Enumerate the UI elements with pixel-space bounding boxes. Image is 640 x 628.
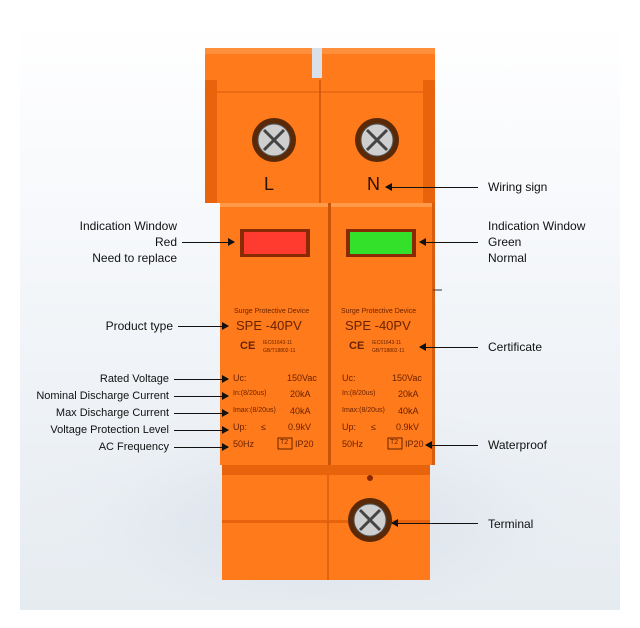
module-right-uc-value: 150Vac — [392, 373, 422, 383]
indication-window-red — [244, 232, 306, 254]
module-right-imax-label: Imax:(8/20us) — [342, 407, 385, 414]
label-indication-green-line2: Green — [488, 235, 522, 249]
arrow-product-type — [178, 322, 229, 330]
module-left-uc-label: Uc: — [233, 373, 247, 383]
device-left-ridge — [205, 80, 217, 203]
module-right-up-label: Up: — [342, 422, 357, 432]
module-left-uc-value: 150Vac — [287, 373, 317, 383]
label-protection-level: Voltage Protection Level — [50, 424, 169, 436]
label-waterproof: Waterproof — [488, 438, 547, 452]
label-indication-green-line3: Normal — [488, 251, 527, 265]
label-rated-voltage: Rated Voltage — [99, 373, 169, 385]
label-wiring-sign: Wiring sign — [488, 180, 548, 194]
module-left-cert-2: GB/T18802-11 — [263, 348, 296, 354]
device-module-divider — [328, 203, 331, 465]
module-left-up-symbol: ≤ — [261, 422, 266, 432]
module-right-up-value: 0.9kV — [396, 422, 420, 432]
module-left-frequency: 50Hz — [233, 439, 255, 449]
module-left-cert-1: IEC61643-11 — [263, 340, 293, 346]
module-right-up-symbol: ≤ — [371, 422, 376, 432]
arrow-wiring-sign — [385, 183, 478, 191]
module-right-in-label: In:(8/20us) — [342, 390, 376, 397]
module-right-uc-label: Uc: — [342, 373, 356, 383]
module-left-model: SPE -40PV — [236, 318, 302, 333]
arrow-rated-voltage — [174, 375, 229, 383]
module-left-in-value: 20kA — [290, 389, 311, 399]
module-left-in-label: In:(8/20us) — [233, 390, 267, 397]
screw-slot-bottom-b — [358, 508, 382, 532]
screw-slot-left-b — [262, 128, 286, 152]
device-right-ridge — [423, 80, 435, 203]
module-right-in-value: 20kA — [398, 389, 419, 399]
arrow-protection-level — [174, 426, 229, 434]
label-indication-green-line1: Indication Window — [488, 219, 586, 233]
arrow-nominal-current — [174, 392, 229, 400]
device-bottom-groove — [222, 520, 430, 523]
module-left-up-label: Up: — [233, 422, 248, 432]
terminal-letter-l: L — [264, 174, 275, 194]
arrow-max-current — [174, 409, 229, 417]
class-badge-box-left — [277, 437, 293, 450]
module-right-cert-2: GB/T18802-11 — [372, 348, 405, 354]
screw-slot-right-b — [365, 128, 389, 152]
arrow-indication-green — [419, 238, 478, 246]
module-right-class-badge: T2 — [390, 439, 399, 446]
module-left-small-title: Surge Protective Device — [234, 308, 310, 315]
label-terminal: Terminal — [488, 517, 534, 531]
module-right-ce-mark: CE — [349, 340, 365, 352]
device-bottom-shadow — [222, 465, 430, 475]
arrow-ac-frequency — [174, 443, 229, 451]
class-badge-box-right — [387, 437, 403, 450]
label-indication-red-line3: Need to replace — [92, 251, 177, 265]
device-right-edge — [432, 203, 435, 465]
module-left-class-badge: T2 — [280, 439, 289, 446]
device-bottom-dot — [367, 475, 373, 481]
module-left-imax-label: Imax:(8/20us) — [233, 407, 276, 414]
module-right-imax-value: 40kA — [398, 406, 419, 416]
device-front-top-edge — [220, 203, 435, 207]
module-left-imax-value: 40kA — [290, 406, 311, 416]
indication-window-green — [350, 232, 412, 254]
module-right-small-title: Surge Protective Device — [341, 308, 417, 315]
label-certificate: Certificate — [488, 340, 543, 354]
label-nominal-current: Nominal Discharge Current — [36, 390, 169, 402]
arrow-waterproof — [425, 441, 478, 449]
label-max-current: Max Discharge Current — [55, 407, 169, 419]
label-indication-red-line1: Indication Window — [79, 219, 177, 233]
label-ac-frequency: AC Frequency — [98, 441, 169, 453]
device-top-notch — [312, 48, 322, 78]
arrow-certificate — [419, 343, 478, 351]
module-left-up-value: 0.9kV — [288, 422, 312, 432]
arrow-terminal — [391, 519, 478, 527]
module-right-ip-rating: IP20 — [405, 439, 424, 449]
label-indication-red-line2: Red — [154, 235, 177, 249]
module-right-frequency: 50Hz — [342, 439, 364, 449]
module-left-ce-mark: CE — [240, 340, 256, 352]
terminal-letter-n: N — [367, 174, 380, 194]
module-left-ip-rating: IP20 — [295, 439, 314, 449]
label-product-type: Product type — [105, 319, 173, 333]
module-right-cert-1: IEC61643-11 — [372, 340, 402, 346]
module-right-model: SPE -40PV — [345, 318, 411, 333]
arrow-indication-red — [182, 238, 235, 246]
